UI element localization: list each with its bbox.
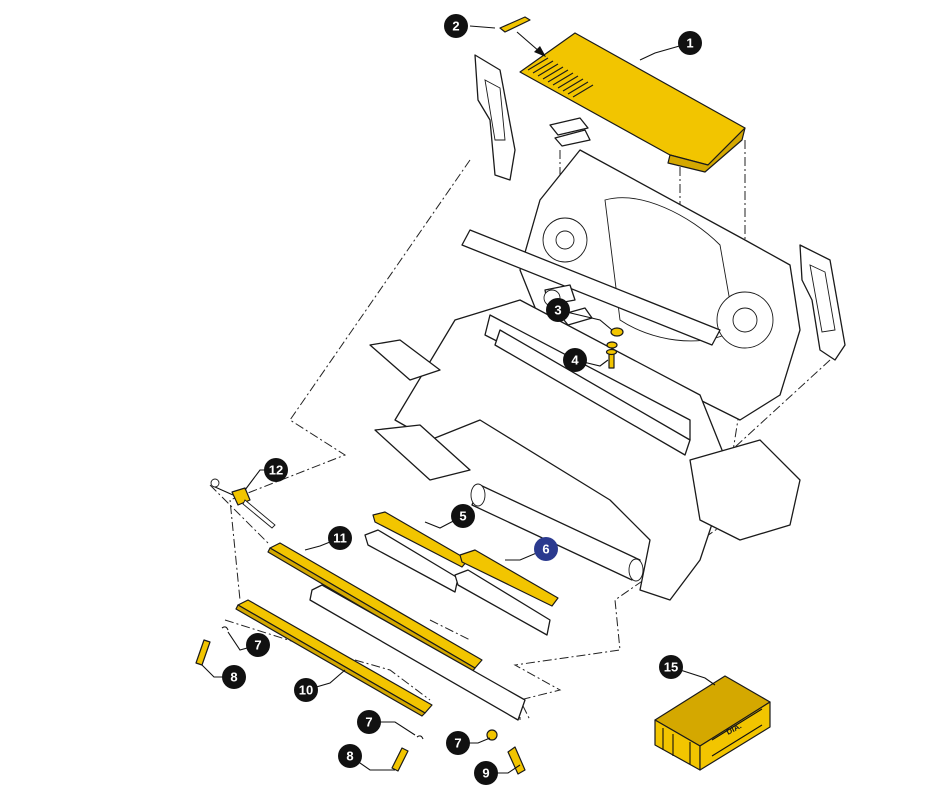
- callout-6-label: 6: [542, 542, 549, 557]
- callout-6[interactable]: 6: [534, 537, 558, 561]
- callout-5-label: 5: [459, 509, 466, 524]
- part-1-top-cover[interactable]: [519, 32, 746, 173]
- callout-7-c[interactable]: 7: [446, 731, 470, 755]
- part-2-small-strip[interactable]: [499, 16, 531, 33]
- callout-15-label: 15: [664, 660, 678, 675]
- callout-7-a[interactable]: 7: [246, 633, 270, 657]
- part-4-bolt[interactable]: [605, 348, 618, 369]
- part-15-crate-icon: DIA.: [654, 675, 771, 771]
- callout-4-label: 4: [571, 353, 579, 368]
- part-3-washers[interactable]: [606, 327, 624, 349]
- callout-10-label: 10: [299, 683, 313, 698]
- callout-7-a-label: 7: [254, 638, 261, 653]
- callout-11[interactable]: 11: [328, 526, 352, 550]
- part-7-clip-c[interactable]: [486, 729, 498, 741]
- callout-8-b-label: 8: [346, 749, 353, 764]
- callout-1-label: 1: [686, 36, 693, 51]
- callout-7-c-label: 7: [454, 736, 461, 751]
- part-7-clip-b[interactable]: [416, 735, 424, 740]
- callout-9-label: 9: [482, 766, 489, 781]
- callout-15[interactable]: 15: [659, 655, 683, 679]
- callout-12[interactable]: 12: [264, 458, 288, 482]
- wear-plate-outline: [309, 584, 526, 721]
- callout-1[interactable]: 1: [678, 31, 702, 55]
- callout-10[interactable]: 10: [294, 678, 318, 702]
- callout-7-b[interactable]: 7: [357, 710, 381, 734]
- part-10-lower-bar[interactable]: [235, 599, 433, 717]
- callout-9[interactable]: 9: [474, 761, 498, 785]
- part-12-sensor[interactable]: [210, 478, 276, 529]
- callout-2-label: 2: [452, 19, 459, 34]
- callout-12-label: 12: [269, 463, 283, 478]
- part-5-left-blade[interactable]: [364, 511, 469, 593]
- part-8-pin-b[interactable]: [391, 747, 409, 772]
- part-7-clip-a[interactable]: [221, 626, 229, 631]
- callout-8-b[interactable]: 8: [338, 744, 362, 768]
- arrow-2-to-1: [516, 31, 546, 57]
- callout-3-label: 3: [554, 303, 561, 318]
- callout-4[interactable]: 4: [563, 348, 587, 372]
- callout-8-a[interactable]: 8: [222, 665, 246, 689]
- callout-8-a-label: 8: [230, 670, 237, 685]
- part-9-pin[interactable]: [507, 746, 526, 775]
- callout-3[interactable]: 3: [546, 298, 570, 322]
- callout-7-b-label: 7: [365, 715, 372, 730]
- callout-2[interactable]: 2: [444, 14, 468, 38]
- callout-5[interactable]: 5: [451, 504, 475, 528]
- part-8-pin-a[interactable]: [195, 639, 211, 666]
- loader-frame-assembly: [369, 54, 846, 601]
- part-11-long-bar[interactable]: [267, 542, 483, 673]
- callout-11-label: 11: [333, 531, 347, 546]
- part-6-right-blade[interactable]: [454, 549, 559, 636]
